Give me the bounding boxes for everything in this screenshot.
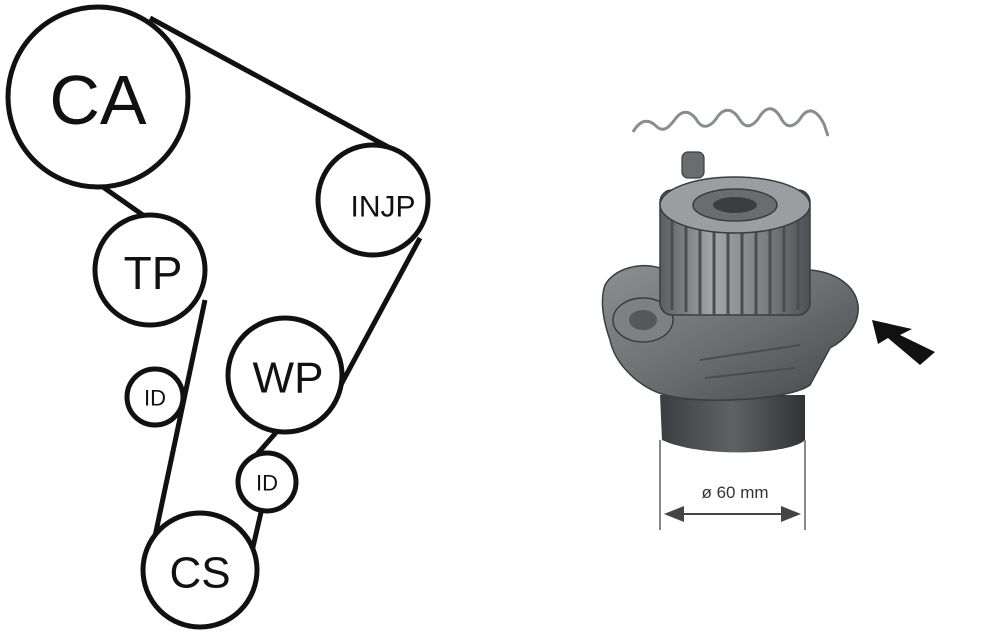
- pulley-injp-circle: [315, 142, 431, 258]
- diameter-dimension: ø 60 mm: [659, 440, 806, 530]
- timing-belt: [98, 15, 423, 561]
- pulley-cs-circle: [140, 510, 260, 630]
- timing-belt-diagram: CA INJP TP ID WP ID CS: [5, 4, 431, 630]
- pulley-id-lower-circle: [235, 450, 299, 514]
- pulley-tp-circle: [92, 212, 208, 328]
- pulley-tp: TP: [92, 212, 208, 328]
- water-pump-illustration: ø 60 mm: [601, 107, 935, 530]
- pulley-id-upper-circle: [124, 366, 186, 428]
- pulley-tp-label: TP: [124, 247, 183, 299]
- pulley-cs: CS: [140, 510, 260, 630]
- pump-housing-rib: [699, 344, 801, 379]
- pulley-ca-circle: [5, 4, 191, 190]
- pulley-injp: INJP: [315, 142, 431, 258]
- pulley-id-lower-label: ID: [256, 471, 278, 496]
- pulley-cs-label: CS: [169, 549, 230, 598]
- belt-segment-ca-injp: [148, 15, 392, 151]
- belt-segment-injp-wp: [327, 236, 423, 407]
- gasket-outline: [631, 107, 830, 137]
- pulley-id-lower: ID: [235, 450, 299, 514]
- pump-top-nub: [681, 151, 705, 179]
- pulley-ca: CA: [5, 4, 191, 190]
- pulley-wp: WP: [225, 315, 345, 435]
- pulley-ca-label: CA: [49, 61, 147, 139]
- pulley-id-upper: ID: [124, 366, 186, 428]
- pulley-wp-label: WP: [253, 354, 324, 403]
- diameter-dimension-label: ø 60 mm: [701, 483, 768, 502]
- pump-impeller: [660, 395, 805, 453]
- belt-segment-tp-cs: [147, 299, 208, 561]
- pulley-id-upper-label: ID: [144, 386, 166, 411]
- pump-drive-gear: [659, 176, 811, 316]
- pulley-injp-label: INJP: [350, 191, 415, 224]
- pulley-wp-circle: [225, 315, 345, 435]
- pump-mounting-hole: [629, 310, 657, 330]
- direction-arrow-icon: [872, 320, 935, 365]
